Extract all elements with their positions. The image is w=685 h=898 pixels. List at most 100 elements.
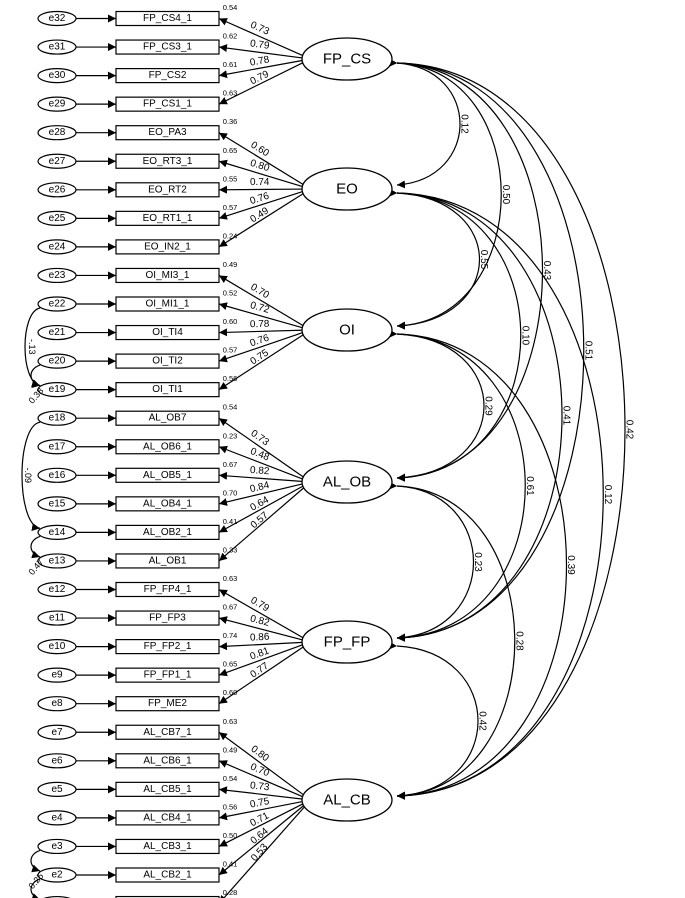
correlation-label: 0.41 [561,406,572,426]
indicator-box [115,182,220,198]
loading-arrow [218,445,306,481]
indicator-box [115,296,220,312]
error-node [37,496,77,512]
loading-label: 0.73 [249,20,272,38]
error-label: e12 [49,584,66,595]
loading-arrow [218,641,306,651]
indicator-box [115,153,220,169]
loading-arrow [218,482,306,506]
correlation-label: 0.55 [478,250,489,270]
indicator-box [115,496,220,512]
loading-arrow [218,61,306,105]
error-label: e29 [49,99,66,110]
error-label: e21 [49,327,66,338]
indicator-box [115,810,220,826]
r-squared-label: 0.54 [223,403,238,412]
indicator-box [115,439,220,455]
error-label: e15 [49,498,66,509]
error-label: e24 [49,241,66,252]
latent-label: EO [336,181,358,198]
correlation-arc [388,329,485,482]
error-node [37,467,77,483]
error-node [37,753,77,769]
loading-label: 0.79 [249,595,272,614]
indicator-box [115,724,220,740]
loading-label: 0.48 [249,446,272,463]
error-node [37,67,77,84]
r-squared-label: 0.63 [223,89,238,98]
r-squared-label: 0.57 [223,346,238,355]
r-squared-label: 0.41 [223,860,238,869]
indicator-box [115,610,220,626]
r-squared-label: 0.33 [223,545,238,554]
indicator-label: EO_IN2_1 [144,241,191,252]
correlation-label: 0.42 [624,420,635,440]
indicator-label: OI_MI1_1 [146,299,190,310]
r-squared-label: 0.61 [223,60,238,69]
indicator-box [115,781,220,797]
error-label: e14 [49,527,66,538]
latent-node [301,308,393,352]
indicator-label: FP_ME2 [148,698,187,709]
loading-label: 0.73 [249,780,270,793]
error-label: e31 [49,42,66,53]
error-label: e4 [51,812,63,823]
indicator-label: AL_CB2_1 [143,870,192,881]
r-squared-label: 0.56 [223,802,238,811]
indicator-box [115,581,220,598]
indicator-box [115,210,220,226]
r-squared-label: 0.65 [223,146,238,155]
r-squared-label: 0.52 [223,289,238,298]
correlation-label: 0.28 [513,631,524,651]
correlation-arc [388,58,502,330]
loading-arrow [218,333,306,391]
error-covariance-arc [30,530,49,559]
error-node [37,838,77,855]
error-node [37,524,77,541]
indicator-box [115,867,220,883]
indicator-box [115,467,220,483]
correlation-arc [388,58,461,189]
indicator-label: FP_FP4_1 [144,584,192,595]
loading-label: 0.53 [249,841,270,863]
correlation-arc [388,188,563,642]
indicator-label: AL_CB3_1 [143,841,192,852]
error-node [37,781,77,797]
loading-label: 0.86 [250,632,270,644]
indicator-box [115,553,220,569]
error-label: e25 [49,213,66,224]
error-label: e23 [49,270,66,281]
loading-label: 0.60 [249,140,272,160]
r-squared-label: 0.62 [223,32,238,41]
indicator-label: AL_OB4_1 [143,498,192,509]
indicator-box [115,125,220,141]
r-squared-label: 0.63 [223,574,238,583]
loading-arrow [218,44,306,59]
r-squared-label: 0.67 [223,603,238,612]
indicator-label: EO_RT1_1 [143,213,193,224]
correlation-label: 0.61 [524,476,535,496]
indicator-label: EO_RT2 [148,184,187,195]
r-squared-label: 0.50 [223,831,238,840]
error-node [37,153,77,169]
loading-label: 0.70 [249,761,272,779]
indicator-label: AL_CB6_1 [143,755,192,766]
indicator-box [115,353,220,369]
error-label: e26 [49,184,66,195]
r-squared-label: 0.65 [223,660,238,669]
r-squared-label: 0.41 [223,517,238,526]
error-node [37,382,77,398]
indicator-label: FP_CS3_1 [143,42,192,53]
latent-node [301,37,393,81]
correlation-label: 0.42 [477,711,488,731]
loading-arrow [218,331,306,363]
loading-label: 0.82 [250,465,271,477]
latent-node [301,167,393,211]
error-node [37,724,77,740]
r-squared-label: 0.54 [223,774,238,783]
loading-arrow [218,802,306,847]
latent-label: FP_FP [324,634,371,651]
error-label: e16 [49,470,66,481]
error-node [37,581,77,598]
